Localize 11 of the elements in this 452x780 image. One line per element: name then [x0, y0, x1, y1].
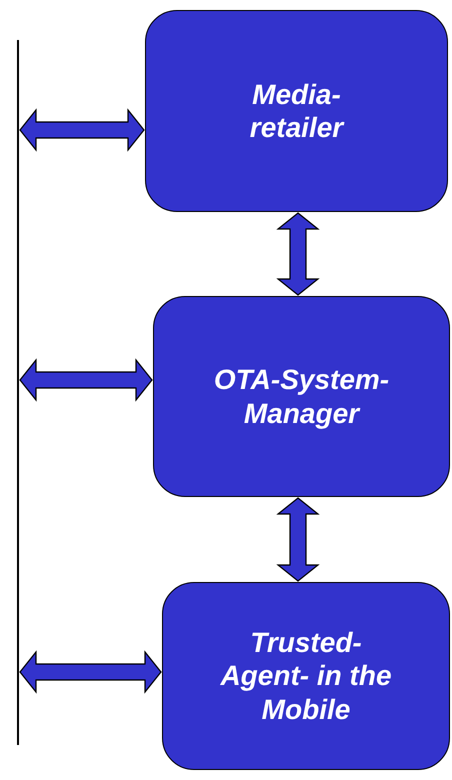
- process-box: [153, 296, 450, 497]
- process-box: [162, 582, 450, 770]
- box-label: OTA-System- Manager: [212, 363, 390, 430]
- double-arrow: [19, 358, 153, 402]
- box-label: Media- retailer: [248, 78, 346, 144]
- box-label: Trusted- Agent- in the Mobile: [219, 626, 393, 726]
- double-arrow: [276, 212, 320, 296]
- process-box: [145, 10, 448, 212]
- double-arrow: [19, 650, 162, 694]
- double-arrow: [19, 108, 145, 152]
- double-arrow: [276, 497, 320, 582]
